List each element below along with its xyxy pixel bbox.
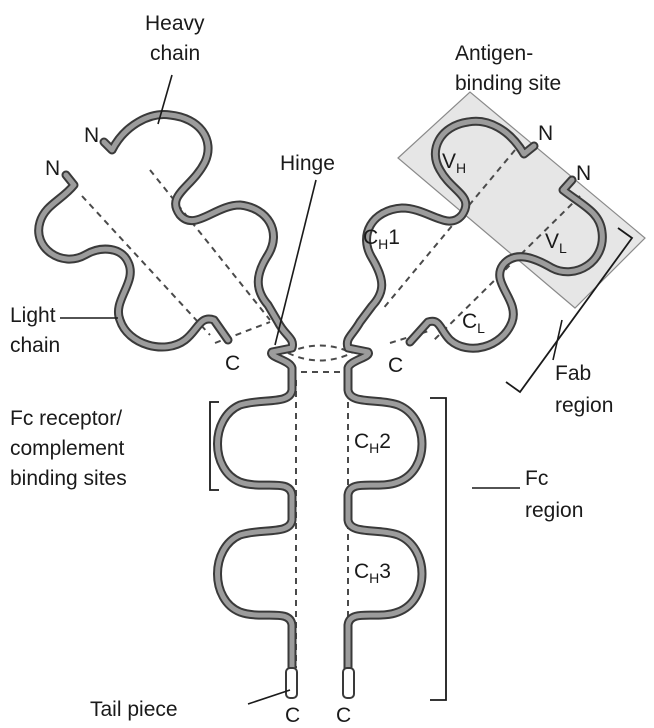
antigen-binding-label-2: binding site: [455, 72, 561, 95]
n-terminus-right-heavy: N: [538, 122, 553, 145]
c-terminus-left-light: C: [225, 352, 240, 375]
hinge-label: Hinge: [280, 152, 335, 175]
heavy-chain-label-2: chain: [150, 42, 200, 65]
antigen-binding-site-box: [398, 92, 645, 308]
fc-region-label-1: Fc: [525, 467, 548, 490]
fab-region-label-2: region: [555, 394, 613, 417]
left-heavy-chain: [104, 115, 293, 668]
fab-region-label-1: Fab: [555, 362, 591, 385]
fc-region-label-2: region: [525, 499, 583, 522]
domain-ch1-label: CH1: [363, 226, 400, 252]
fc-receptor-label-3: binding sites: [10, 467, 127, 490]
fc-region-bracket: [430, 398, 446, 700]
c-terminus-right-heavy: C: [336, 704, 351, 727]
light-chain-label-2: chain: [10, 334, 60, 357]
antigen-binding-label-1: Antigen-: [455, 42, 533, 65]
fc-receptor-label-1: Fc receptor/: [10, 407, 122, 430]
domain-ch3-label: CH3: [354, 560, 391, 586]
tail-piece-label: Tail piece: [90, 698, 178, 721]
c-terminus-left-heavy: C: [285, 704, 300, 727]
c-terminus-right-light: C: [388, 354, 403, 377]
light-chain-label-1: Light: [10, 304, 56, 327]
n-terminus-left-light: N: [45, 157, 60, 180]
tail-pieces: [286, 668, 354, 698]
fc-receptor-label-2: complement: [10, 437, 125, 460]
heavy-chain-label-1: Heavy: [145, 12, 205, 35]
domain-cl-label: CL: [462, 310, 485, 336]
left-light-chain: [39, 175, 228, 347]
domain-ch2-label: CH2: [354, 430, 391, 456]
labels: Heavy chain Antigen- binding site Hinge …: [10, 12, 613, 727]
n-terminus-left-heavy: N: [84, 124, 99, 147]
n-terminus-right-light: N: [576, 162, 591, 185]
